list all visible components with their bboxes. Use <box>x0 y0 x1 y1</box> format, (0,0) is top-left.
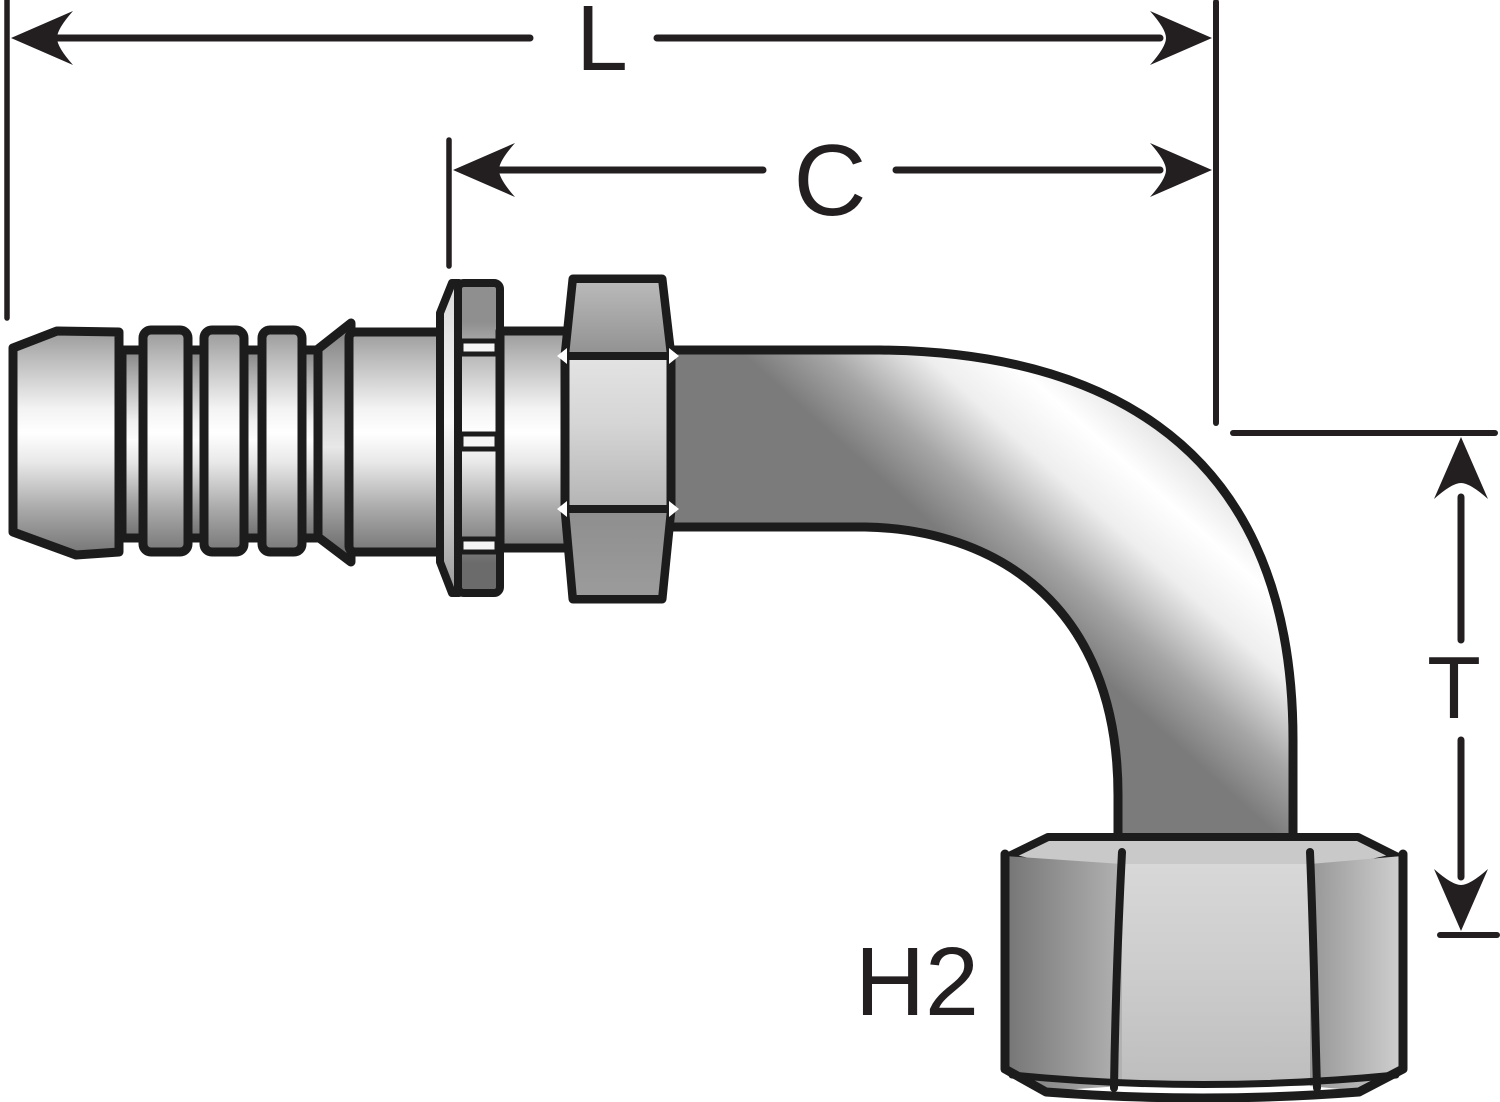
female-swivel-nut <box>1000 833 1408 1102</box>
dimension-line-L <box>11 11 1212 65</box>
dimension-line-C <box>453 143 1212 197</box>
hex-bottom-facet <box>561 505 675 603</box>
nut-face-split <box>1110 848 1126 1092</box>
elbow-tube <box>663 345 1298 848</box>
collar-groove <box>458 431 500 452</box>
nut-right-face <box>1310 856 1403 1091</box>
hex-top-facet <box>561 275 675 360</box>
nose-cone <box>8 326 124 560</box>
barb-ridge <box>257 325 307 557</box>
t-arrowhead-up <box>1434 437 1488 499</box>
dimension-annotations <box>4 0 1500 938</box>
shank-cylinder <box>344 327 448 557</box>
nut-left-face <box>1005 856 1122 1091</box>
dimension-labels: L C T H2 <box>576 0 1481 1036</box>
nut-face-split <box>1306 848 1321 1092</box>
hex-size-label-h2: H2 <box>855 927 979 1036</box>
nut-middle-face <box>1122 864 1310 1086</box>
nut-bottom-rim <box>1008 1071 1400 1088</box>
dimension-label-c: C <box>794 125 867 237</box>
flare-cone <box>313 318 356 567</box>
collar-groove <box>458 338 500 357</box>
dimension-label-l: L <box>576 0 628 90</box>
collar-groove <box>458 536 500 555</box>
barb-ridge <box>138 325 193 557</box>
hose-fitting-illustration <box>8 274 1408 1102</box>
swivel-hex-nut <box>557 274 679 604</box>
dimension-line-T <box>1230 430 1500 938</box>
nut-outline <box>1000 849 1408 1102</box>
dimension-label-t: T <box>1427 638 1481 737</box>
barb-ridge <box>199 325 249 557</box>
